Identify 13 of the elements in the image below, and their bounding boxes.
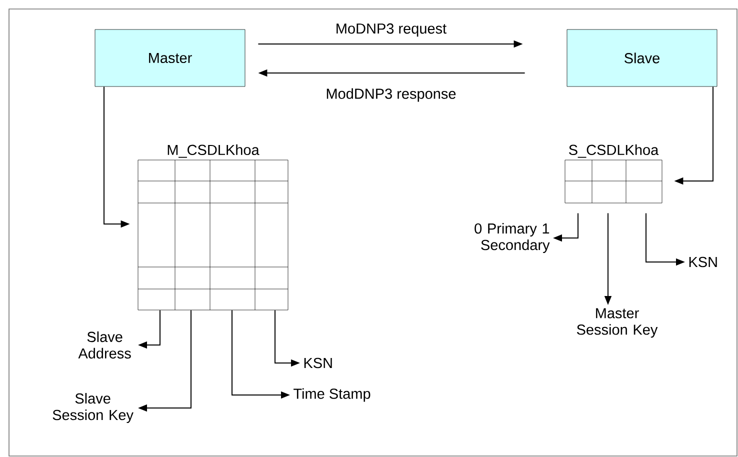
text-label: KSN <box>689 256 717 268</box>
process-box: Master <box>94 29 246 87</box>
table-title: M_CSDLKhoa <box>168 144 260 158</box>
text-label: Master Session Key <box>576 308 658 338</box>
table-title: S_CSDLKhoa <box>569 144 659 158</box>
edge-label: ModDNP3 response <box>324 87 458 103</box>
text-label: 0 Primary 1 Secondary <box>474 222 550 253</box>
text-label: Time Stamp <box>294 388 370 402</box>
process-box: Slave <box>566 29 718 87</box>
text-label: Slave Session Key <box>52 392 134 423</box>
text-label: KSN <box>304 358 332 368</box>
edge-label: MoDNP3 request <box>334 22 448 38</box>
text-label: Slave Address <box>78 331 131 359</box>
